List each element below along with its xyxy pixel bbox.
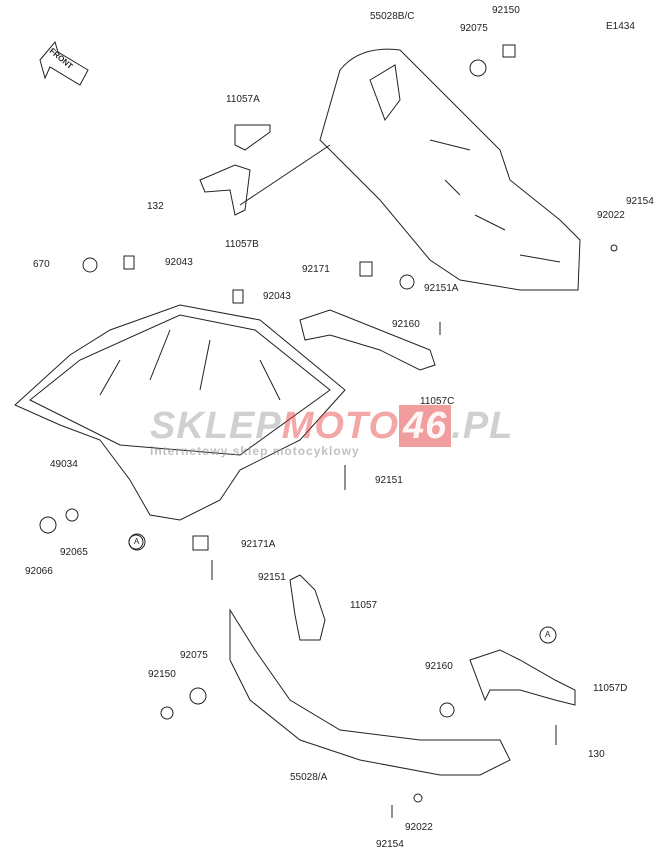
front-arrow-icon [39,40,89,86]
part-label: 92075 [180,650,208,661]
part-label: 92151 [258,572,286,583]
part-label: A [545,630,551,639]
part-label: 11057C [420,396,455,407]
part-label: 92022 [405,822,433,833]
part-label: 92151 [375,475,403,486]
oil-pan [14,304,346,521]
diagram-code: E1434 [606,21,635,32]
part-label: 92151A [424,283,459,294]
part-label: 92171 [302,264,330,275]
upper-cover [319,48,581,291]
part-label: 11057B [225,239,259,250]
part-label: 92043 [263,291,291,302]
part-label: 55028/A [290,772,328,783]
part-label: 92075 [460,23,488,34]
part-label: 92160 [425,661,453,672]
part-label: 92022 [597,210,625,221]
part-label: 92171A [241,539,276,550]
part-label: 11057 [350,600,378,611]
watermark-tagline: internetowy sklep motocyklowy [150,444,360,458]
part-label: 670 [33,259,50,270]
part-label: 92150 [492,5,520,16]
part-label: 55028B/C [370,11,415,22]
part-label: 92160 [392,319,420,330]
part-label: 92043 [165,257,193,268]
part-label: 92065 [60,547,88,558]
part-label: 92066 [25,566,53,577]
part-label: 130 [588,749,605,760]
part-label: A [134,537,140,546]
part-label: 92150 [148,669,176,680]
part-label: 11057A [226,94,260,105]
part-label: 92154 [626,196,654,207]
part-label: 11057D [593,683,628,694]
part-label: 49034 [50,459,78,470]
lower-cover [229,608,511,776]
part-label: 92154 [376,839,404,850]
part-label: 132 [147,201,164,212]
